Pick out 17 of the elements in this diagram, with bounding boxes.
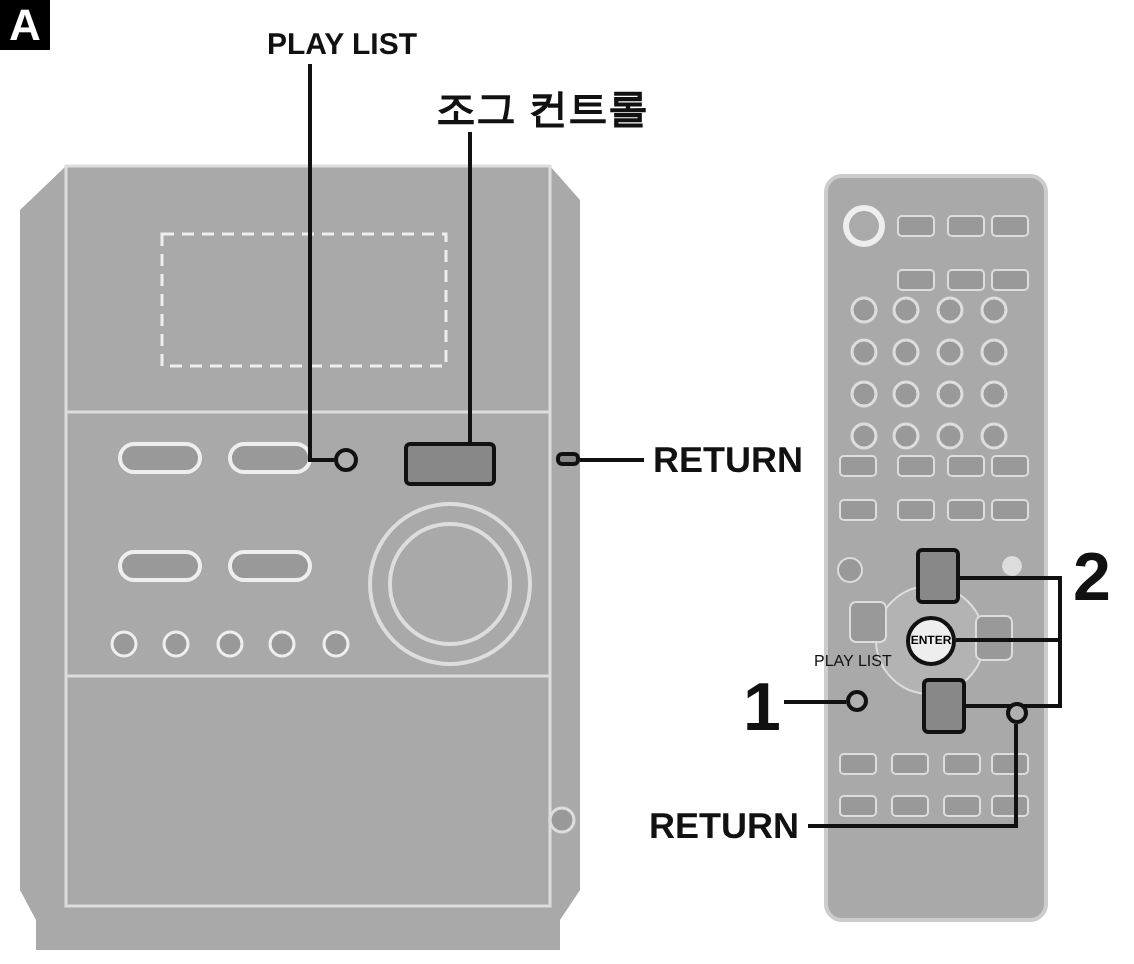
leader-line [784,700,846,704]
step-number: 1 [743,669,781,747]
step-number: 2 [1073,539,1111,617]
callout-label: PLAY LIST [266,27,418,61]
callout-label: RETURN [649,805,799,847]
callout-label: RETURN [653,439,803,481]
button [556,452,580,466]
leader-line [468,132,472,442]
button [922,678,966,734]
leader-line [808,724,1018,828]
button [916,548,960,604]
leader-line [580,458,644,462]
button [404,442,496,486]
leader-line [960,576,1062,580]
section-badge: A [0,0,50,50]
callout-label: 조그 컨트롤 [436,85,648,135]
leader-line [308,64,334,462]
